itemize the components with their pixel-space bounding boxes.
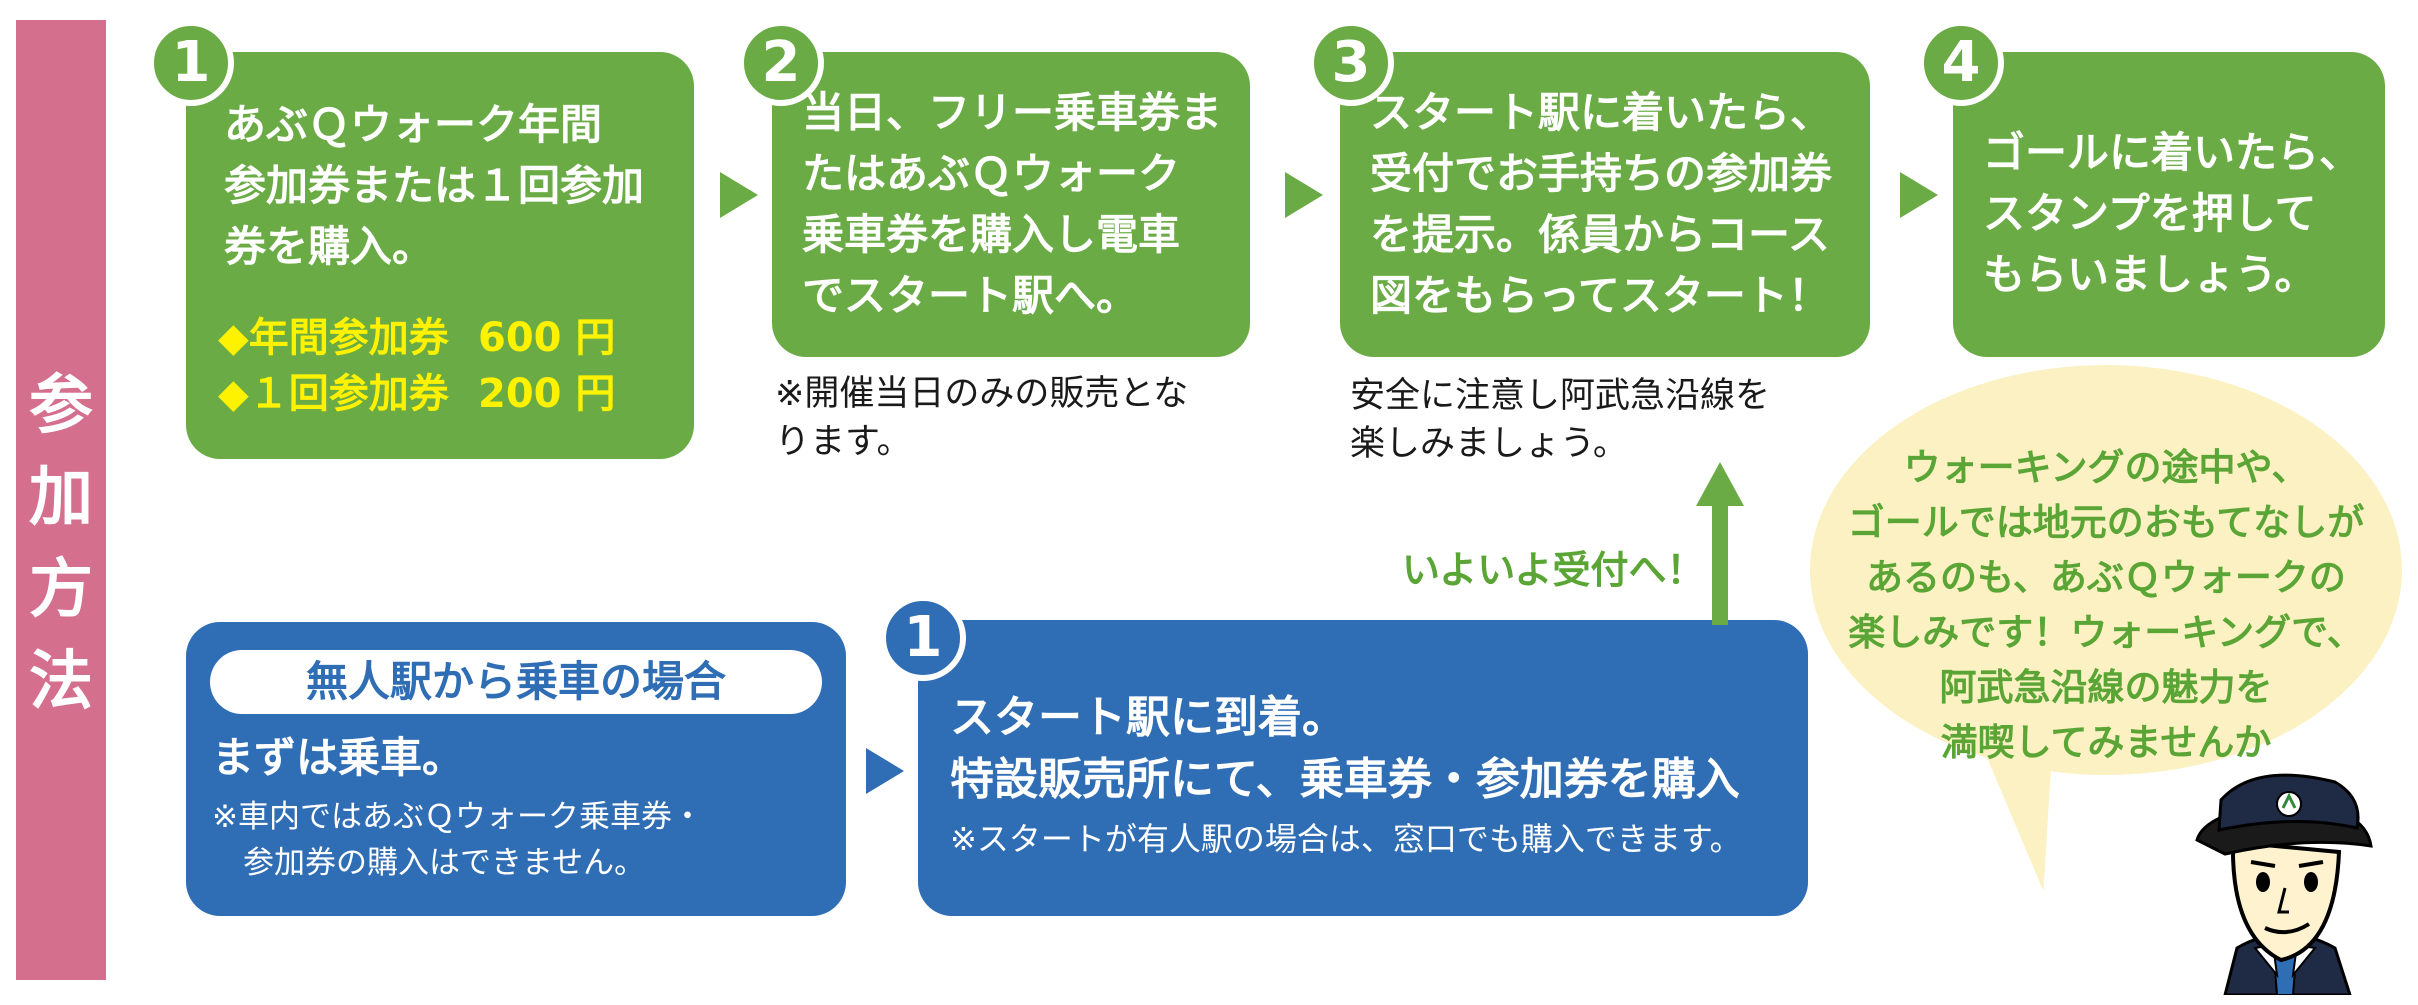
start-station-note: ※スタートが有人駅の場合は、窓口でも購入できます。 xyxy=(950,820,1742,858)
price-single: ◆１回参加券 200 円 xyxy=(218,366,615,422)
arrow-up-shaft xyxy=(1712,500,1728,625)
reception-callout: いよいよ受付へ！ xyxy=(1402,548,1705,592)
step-2-note: ※開催当日のみの販売とな ります。 xyxy=(775,374,1189,462)
unmanned-station-title: まずは乗車。 xyxy=(212,733,465,782)
arrow-right-icon xyxy=(1285,172,1323,218)
step-3-box: スタート駅に着いたら、 受付でお手持ちの参加券 を提示。係員からコース 図をもら… xyxy=(1340,52,1870,357)
step-4-number: 4 xyxy=(1918,20,2004,106)
step-1-box: あぶＱウォーク年間 参加券または１回参加 券を購入。 ◆年間参加券 600 円 ◆… xyxy=(186,52,694,459)
step-1-text: あぶＱウォーク年間 参加券または１回参加 券を購入。 xyxy=(224,100,645,271)
start-station-line2: 特設販売所にて、乗車券・参加券を購入 xyxy=(950,754,1740,805)
step-3-text: スタート駅に着いたら、 受付でお手持ちの参加券 を提示。係員からコース 図をもら… xyxy=(1370,88,1833,320)
conductor-mascot-icon xyxy=(2195,773,2373,995)
price-annual: ◆年間参加券 600 円 xyxy=(218,310,615,366)
unmanned-station-note: ※車内ではあぶＱウォーク乗車券・ 参加券の購入はできません。 xyxy=(212,799,703,881)
side-label: 参加方法 xyxy=(29,369,93,719)
unmanned-station-header: 無人駅から乗車の場合 xyxy=(210,650,822,714)
unmanned-station-box: 無人駅から乗車の場合 まずは乗車。 ※車内ではあぶＱウォーク乗車券・ 参加券の購… xyxy=(186,622,846,916)
side-label-bar: 参加方法 xyxy=(16,20,106,980)
step-2-box: 当日、フリー乗車券ま たはあぶＱウォーク 乗車券を購入し電車 でスタート駅へ。 xyxy=(772,52,1250,357)
step-4-box: ゴールに着いたら、 スタンプを押して もらいましょう。 xyxy=(1953,52,2385,357)
step-3-number: 3 xyxy=(1308,20,1394,106)
arrow-right-icon xyxy=(1900,172,1938,218)
speech-bubble xyxy=(1810,365,2402,775)
start-station-box: スタート駅に到着。 特設販売所にて、乗車券・参加券を購入 ※スタートが有人駅の場… xyxy=(918,620,1808,916)
price-single-label: ◆１回参加券 xyxy=(218,371,449,417)
arrow-right-icon xyxy=(866,748,904,794)
step-4-text: ゴールに着いたら、 スタンプを押して もらいましょう。 xyxy=(1983,128,2362,299)
price-annual-label: ◆年間参加券 xyxy=(218,315,449,361)
arrow-up-icon xyxy=(1696,462,1744,506)
price-single-value: 200 円 xyxy=(478,371,616,417)
arrow-right-icon xyxy=(720,172,758,218)
step-1-number: 1 xyxy=(148,20,234,106)
price-annual-value: 600 円 xyxy=(478,315,616,361)
start-station-number: 1 xyxy=(880,595,966,681)
step-3-note: 安全に注意し阿武急沿線を 楽しみましょう。 xyxy=(1350,376,1771,464)
step-2-text: 当日、フリー乗車券ま たはあぶＱウォーク 乗車券を購入し電車 でスタート駅へ。 xyxy=(802,88,1223,320)
step-2-number: 2 xyxy=(738,20,824,106)
speech-bubble-text: ウォーキングの途中や、 ゴールでは地元のおもてなしが あるのも、あぶＱウォークの… xyxy=(1847,446,2365,764)
start-station-line1: スタート駅に到着。 xyxy=(950,692,1346,743)
